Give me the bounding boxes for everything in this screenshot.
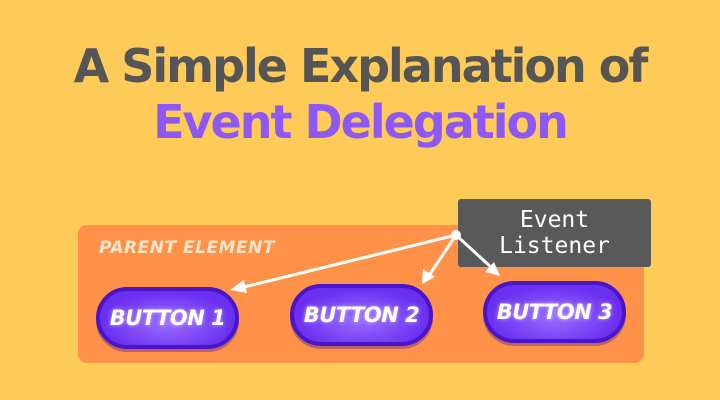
- button-2[interactable]: BUTTON 2: [290, 284, 433, 346]
- event-listener-line-1: Event: [519, 207, 590, 233]
- button-3-label: BUTTON 3: [496, 300, 613, 324]
- parent-element-label: PARENT ELEMENT: [99, 238, 275, 258]
- button-1[interactable]: BUTTON 1: [96, 287, 239, 349]
- button-2-label: BUTTON 2: [303, 303, 420, 327]
- event-listener-line-2: Listener: [499, 233, 610, 259]
- title-line-1: A Simple Explanation of: [73, 39, 649, 93]
- button-3[interactable]: BUTTON 3: [483, 281, 626, 343]
- event-listener-box: Event Listener: [458, 199, 651, 267]
- title-line-2: Event Delegation: [153, 95, 569, 149]
- button-1-label: BUTTON 1: [109, 306, 226, 330]
